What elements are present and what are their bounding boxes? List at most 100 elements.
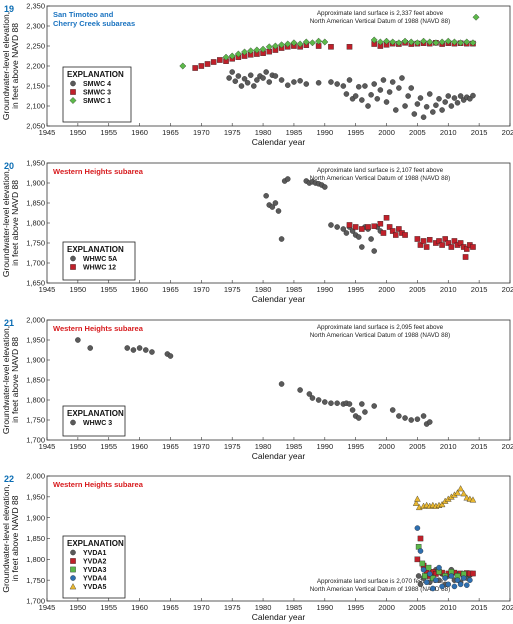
data-point [426, 91, 433, 97]
legend-item-label: YVDA1 [83, 550, 106, 557]
x-tick-label: 1955 [100, 603, 117, 612]
data-point [297, 78, 303, 84]
data-point [460, 575, 467, 581]
land-surface-note: North American Vertical Datum of 1988 (N… [310, 586, 451, 593]
data-point [228, 52, 236, 60]
data-point [260, 75, 266, 81]
data-point [422, 573, 428, 579]
x-tick-label: 1965 [162, 285, 179, 294]
data-point [371, 248, 377, 254]
legend-item-label: SMWC 3 [83, 90, 111, 97]
data-point [192, 65, 198, 71]
data-point [423, 579, 430, 586]
data-point [399, 75, 405, 81]
x-tick-label: 1960 [131, 128, 148, 137]
data-point [362, 83, 368, 89]
y-axis-title-line-2: in feet above NAVD 88 [10, 23, 20, 109]
x-tick-label: 1950 [70, 442, 87, 451]
y-tick-label: 1,850 [26, 534, 45, 543]
data-point [417, 95, 424, 101]
data-point [167, 353, 174, 359]
legend-marker [70, 575, 76, 581]
subarea-label: Cherry Creek subareas [53, 19, 135, 28]
x-tick-label: 2020 [502, 442, 513, 451]
legend-marker [69, 97, 77, 104]
data-point [359, 226, 365, 232]
data-point [469, 496, 477, 503]
x-tick-label: 1965 [162, 442, 179, 451]
data-point [370, 36, 378, 44]
data-point [438, 500, 446, 508]
data-point [451, 95, 458, 101]
x-tick-label: 1975 [224, 442, 241, 451]
data-point [393, 232, 399, 238]
legend-marker [70, 89, 76, 95]
data-point [232, 78, 239, 84]
x-axis-title: Calendar year [252, 137, 306, 147]
land-surface-note: North American Vertical Datum of 1988 (N… [310, 175, 451, 182]
data-point [359, 97, 365, 103]
y-tick-label: 1,750 [26, 416, 45, 425]
data-point [463, 38, 471, 46]
y-tick-label: 1,800 [26, 555, 45, 564]
series-whwc-12 [346, 215, 476, 260]
x-tick-label: 1975 [224, 128, 241, 137]
data-point [389, 228, 396, 234]
data-point [290, 39, 298, 47]
data-point [271, 42, 279, 50]
data-point [425, 564, 432, 571]
data-point [470, 244, 476, 250]
data-point [136, 345, 143, 351]
x-tick-label: 1985 [286, 442, 303, 451]
data-point [430, 585, 436, 592]
series-whwc-5a [263, 176, 384, 254]
data-point [386, 224, 393, 230]
data-point [383, 37, 390, 45]
data-point [359, 401, 365, 407]
x-tick-label: 1990 [316, 442, 333, 451]
data-point [87, 345, 93, 351]
data-point [462, 254, 469, 260]
legend-marker [69, 583, 77, 590]
data-point [371, 223, 377, 229]
subarea-label: Western Heights subarea [53, 324, 144, 333]
land-surface-note: North American Vertical Datum of 1988 (N… [310, 332, 451, 339]
data-point [241, 76, 248, 82]
data-point [149, 349, 155, 355]
y-tick-label: 1,800 [26, 219, 45, 228]
panel-number: 21 [4, 318, 14, 328]
y-tick-label: 2,300 [26, 22, 45, 31]
data-point [254, 77, 260, 83]
data-point [234, 50, 242, 58]
data-point [432, 39, 440, 47]
data-point [414, 525, 421, 531]
data-point [389, 407, 396, 413]
data-point [278, 41, 286, 49]
data-point [419, 560, 426, 567]
data-point [386, 89, 393, 95]
data-point [75, 337, 81, 343]
x-tick-label: 1975 [224, 603, 241, 612]
data-point [272, 200, 279, 206]
data-point [396, 226, 402, 232]
data-point [355, 84, 362, 90]
x-tick-label: 1990 [316, 603, 333, 612]
data-point [376, 38, 384, 46]
y-tick-label: 2,150 [26, 82, 45, 91]
data-point [417, 548, 424, 554]
data-point [389, 38, 397, 46]
y-tick-label: 1,650 [26, 279, 45, 288]
x-tick-label: 1970 [193, 442, 210, 451]
data-point [266, 79, 273, 85]
data-point [414, 101, 421, 107]
data-point [226, 75, 232, 81]
y-tick-label: 1,900 [26, 179, 45, 188]
y-tick-label: 2,050 [26, 122, 45, 131]
data-point [346, 401, 353, 407]
x-tick-label: 2015 [471, 285, 488, 294]
data-point [408, 417, 415, 423]
